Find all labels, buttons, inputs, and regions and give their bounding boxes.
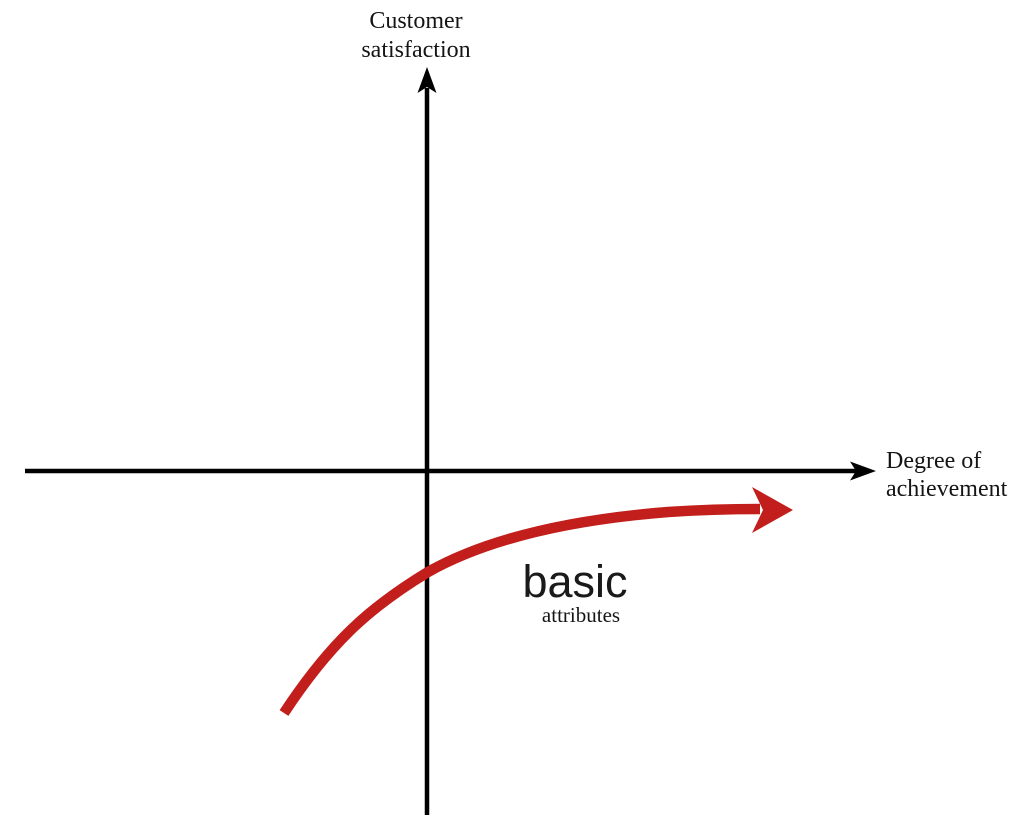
x-axis-label: Degree of achievement [886,447,1007,503]
curve-arrowhead-icon [752,487,793,533]
curve-label: basic [522,556,628,607]
basic-attributes-curve [279,503,761,716]
y-axis-label-line1: Customer [369,8,463,34]
x-axis-label-line2: achievement [886,476,1008,502]
y-axis-label-line2: satisfaction [361,37,471,63]
curve-sublabel: attributes [541,603,621,627]
y-axis-arrowhead-icon [417,67,437,93]
x-axis-arrowhead-icon [850,461,876,481]
y-axis-label: Customer satisfaction [361,7,470,65]
x-axis-label-line1: Degree of [886,448,982,474]
